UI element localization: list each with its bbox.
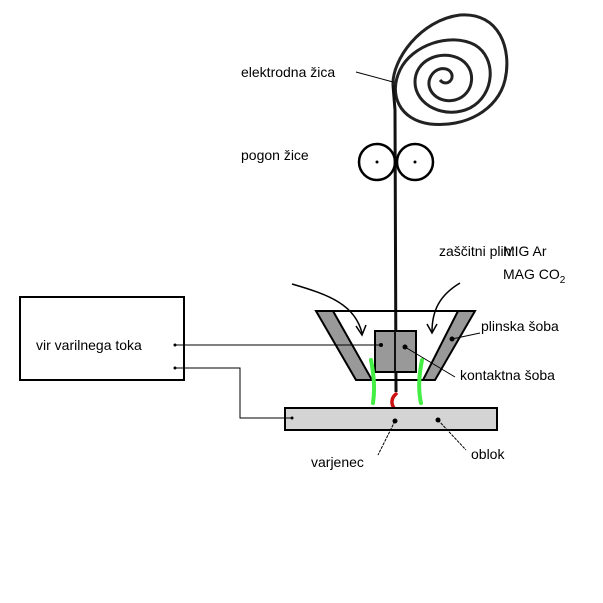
gas-flow-arrow-left	[291, 283, 363, 334]
arc-label: oblok	[471, 446, 505, 462]
electrode-wire-label: elektrodna žica	[241, 64, 335, 80]
mag-gas-label: MAG CO2	[503, 266, 566, 286]
electrode-wire	[391, 84, 398, 393]
mig-gas-label: MIG Ar	[503, 243, 547, 259]
shielding-gas-label: zaščitni plin:	[439, 243, 515, 259]
power-source-box	[19, 296, 185, 381]
shielding-gas-right	[417, 358, 424, 405]
cable-to-workpiece	[175, 367, 292, 419]
roller-axle	[375, 160, 379, 164]
contact-tip-label: kontaktna šoba	[460, 367, 555, 383]
workpiece	[284, 407, 498, 431]
wire-spool	[391, 13, 509, 127]
power-source-label: vir varilnega toka	[36, 337, 142, 353]
roller-axle	[413, 160, 417, 164]
wire-drive-label: pogon žice	[241, 147, 309, 163]
shielding-gas-left	[369, 358, 377, 405]
gas-nozzle-label: plinska šoba	[481, 318, 559, 334]
workpiece-label: varjenec	[311, 454, 364, 470]
gas-flow-arrow-right	[431, 282, 461, 333]
drive-roller-right	[395, 142, 435, 182]
welding-arc	[390, 392, 398, 410]
drive-roller-left	[357, 142, 397, 182]
